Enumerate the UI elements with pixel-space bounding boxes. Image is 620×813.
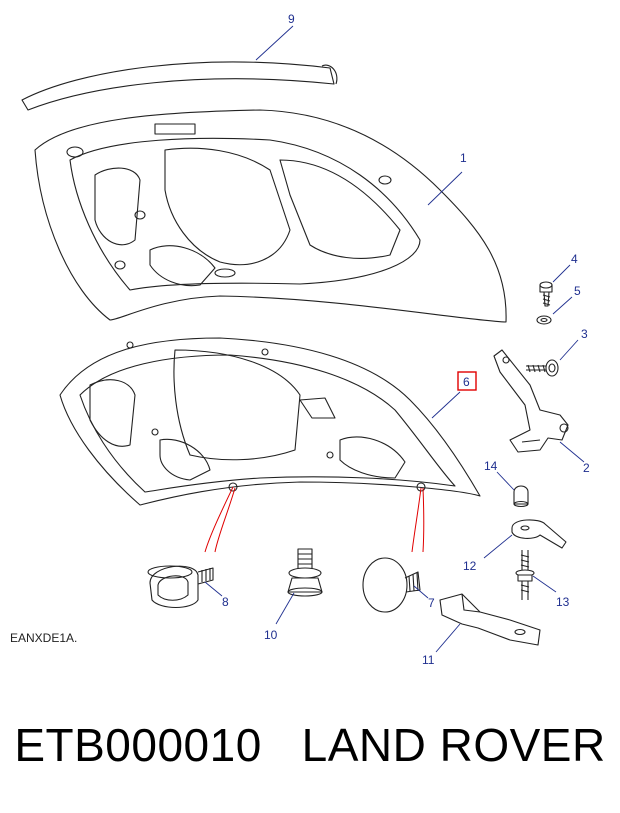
callout-6: 6 — [463, 375, 470, 389]
part-7-round-clip — [362, 557, 421, 613]
part-5-washer — [536, 315, 552, 325]
diagram-code: EANXDE1A. — [10, 631, 77, 645]
part-12-plate — [511, 519, 567, 549]
part-4-screw — [539, 281, 553, 307]
part-3-bolt — [526, 359, 559, 377]
callout-12: 12 — [463, 559, 477, 573]
part-6-insulation-pad — [59, 337, 481, 506]
callout-2: 2 — [583, 461, 590, 475]
part-13-stud — [515, 550, 535, 600]
callout-1: 1 — [460, 151, 467, 165]
part-10-push-clip — [287, 548, 323, 597]
part-11-bracket — [439, 593, 541, 646]
callout-9: 9 — [288, 12, 295, 26]
part-2-hinge — [493, 349, 569, 453]
callout-6-highlight — [457, 371, 477, 391]
callout-14: 14 — [484, 459, 498, 473]
callout-11: 11 — [422, 653, 435, 667]
part-caption: ETB000010 LAND ROVER — [14, 719, 606, 771]
part-9-seal-strip — [21, 61, 338, 111]
callout-4: 4 — [571, 252, 578, 266]
callout-10: 10 — [264, 628, 278, 642]
callout-3: 3 — [581, 327, 588, 341]
callout-7: 7 — [428, 596, 435, 610]
part-8-clip — [147, 565, 214, 609]
parts-diagram: 9 1 6 — [10, 12, 590, 667]
callout-13: 13 — [556, 595, 570, 609]
callout-8: 8 — [222, 595, 229, 609]
part-1-bonnet — [34, 109, 507, 323]
part-14-cap-nut — [513, 485, 529, 508]
callout-5: 5 — [574, 284, 581, 298]
